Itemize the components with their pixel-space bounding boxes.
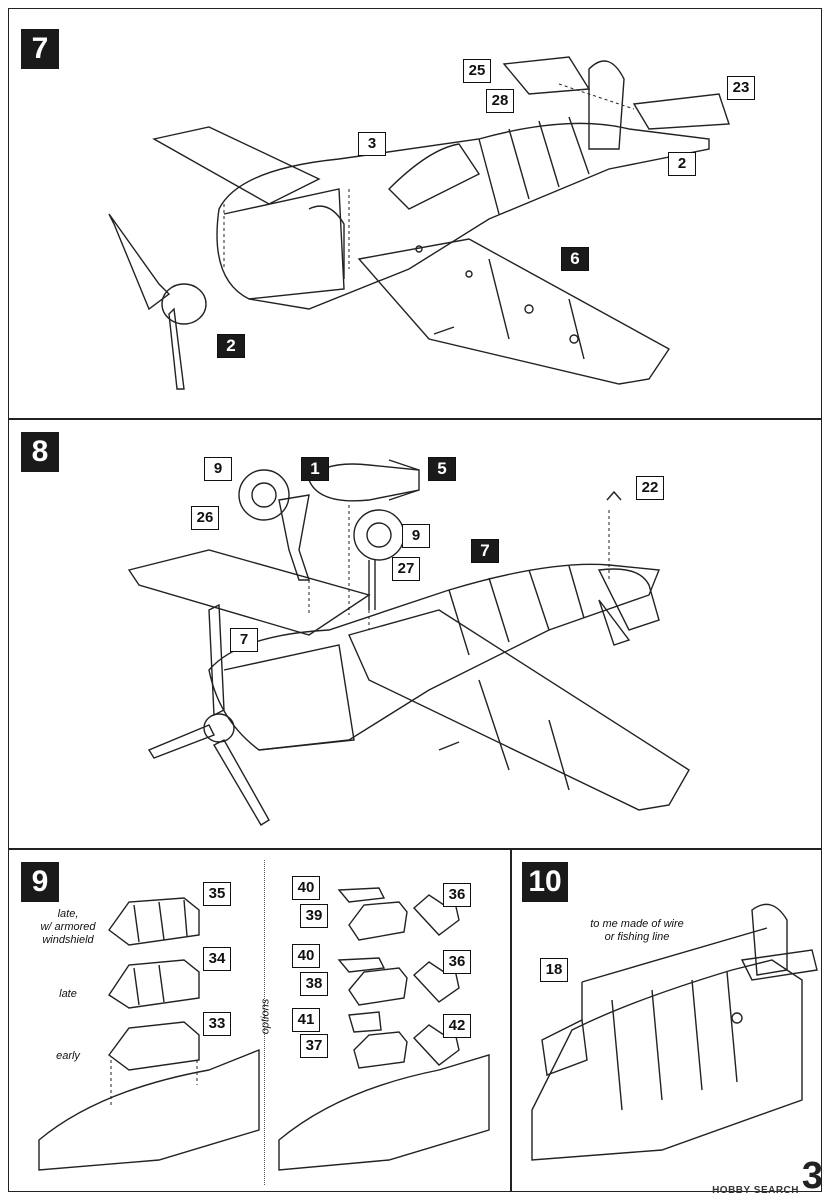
part-label-42: 42: [443, 1014, 471, 1038]
part-label-25: 25: [463, 59, 491, 83]
step-8-badge: 8: [21, 432, 59, 472]
hobby-search-watermark: HOBBY SEARCH: [712, 1185, 799, 1196]
part-label-2-tail: 2: [668, 152, 696, 176]
part-label-7-fuselage: 7: [471, 539, 499, 563]
step-10-antenna-illustration: [531, 903, 818, 1161]
part-label-39: 39: [300, 904, 328, 928]
part-label-40-top: 40: [292, 876, 320, 900]
canopy-label-late: late: [59, 988, 77, 1000]
step-9-badge: 9: [21, 862, 59, 902]
part-label-23: 23: [727, 76, 755, 100]
part-label-22: 22: [636, 476, 664, 500]
part-label-9-left: 9: [204, 457, 232, 481]
step-7-panel: 7 25 28 23 3 2 6 2: [8, 8, 822, 419]
options-label: options: [259, 998, 272, 1035]
part-label-40-mid: 40: [292, 944, 320, 968]
part-label-36-mid: 36: [443, 950, 471, 974]
part-label-35: 35: [203, 882, 231, 906]
step-9-panel: 9 options 35 34 33 late, w/ armored wind…: [8, 849, 511, 1192]
part-label-5: 5: [428, 457, 456, 481]
part-label-18: 18: [540, 958, 568, 982]
step-9-canopy-illustration: [38, 887, 490, 1171]
step-8-aircraft-illustration: [127, 459, 690, 826]
step-7-badge: 7: [21, 29, 59, 69]
part-label-34: 34: [203, 947, 231, 971]
part-label-9-right: 9: [402, 524, 430, 548]
part-label-1: 1: [301, 457, 329, 481]
options-divider: [264, 860, 265, 1185]
part-label-37: 37: [300, 1034, 328, 1058]
step-7-aircraft-illustration: [108, 56, 730, 390]
canopy-label-early: early: [56, 1050, 80, 1062]
part-label-7-engine: 7: [230, 628, 258, 652]
part-label-38: 38: [300, 972, 328, 996]
part-label-26: 26: [191, 506, 219, 530]
canopy-label-late-armored: late, w/ armored windshield: [40, 908, 96, 946]
page-number: 3: [801, 1155, 823, 1197]
part-label-27: 27: [392, 557, 420, 581]
part-label-36-top: 36: [443, 883, 471, 907]
part-label-3: 3: [358, 132, 386, 156]
part-label-6: 6: [561, 247, 589, 271]
part-label-28: 28: [486, 89, 514, 113]
step-10-panel: 10 to me made of wire or fishing line 18: [511, 849, 822, 1192]
part-label-33: 33: [203, 1012, 231, 1036]
part-label-41: 41: [292, 1008, 320, 1032]
antenna-wire-note: to me made of wire or fishing line: [590, 918, 684, 943]
step-8-panel: 8 9 1 5 22 2: [8, 419, 822, 849]
part-label-2-prop: 2: [217, 334, 245, 358]
step-10-badge: 10: [522, 862, 568, 902]
